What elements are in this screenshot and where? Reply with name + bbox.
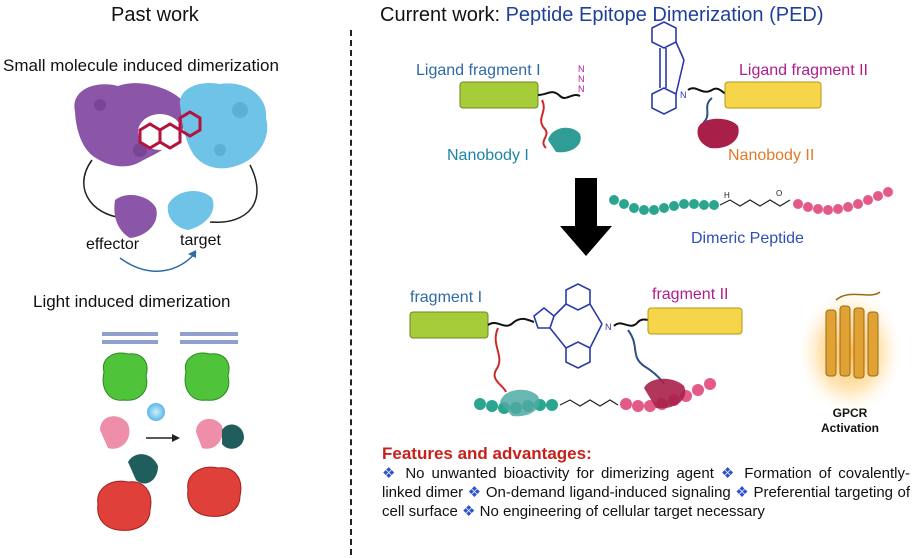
feature-item: No engineering of cellular target necess…: [479, 503, 765, 520]
feature-item: On-demand ligand-induced signaling: [485, 484, 731, 501]
small-molecule-heading: Small molecule induced dimerization: [3, 56, 279, 75]
dimer-teal-chain: [474, 398, 558, 414]
dark-domain-right-icon: [222, 424, 244, 449]
green-protein-right-icon: [184, 352, 230, 401]
section-divider: [350, 30, 352, 555]
bullet-icon: ❖: [735, 484, 749, 501]
peptide-teal-chain: [609, 195, 719, 215]
big-arrow-shaft: [575, 178, 597, 228]
bullet-icon: ❖: [382, 465, 399, 482]
target-protein-icon: [167, 190, 214, 230]
dimer-pink-chain: [620, 378, 716, 412]
fragment-1-label: fragment I: [410, 289, 483, 306]
effector-protein-icon: [114, 194, 157, 238]
svg-text:N: N: [578, 84, 585, 94]
feature-item: Formation of covalently-linked dimer: [382, 465, 910, 501]
blue-protein-icon: [179, 82, 268, 169]
binding-pocket: [138, 114, 182, 150]
red-protein-right-icon: [187, 466, 242, 517]
target-label: target: [180, 232, 221, 249]
effector-label: effector: [86, 236, 140, 253]
fragment-2-box: [647, 307, 743, 335]
dimer-nanobody-2-tether: [627, 329, 665, 385]
dimer-peptide-linker: [559, 399, 619, 407]
fragment-1-box: [409, 311, 489, 339]
dimer-linker-1: [487, 317, 535, 327]
past-work-title: Past work: [111, 4, 199, 26]
feature-item: No unwanted bioactivity for dimerizing a…: [405, 465, 714, 482]
azide-group: N: [578, 64, 585, 74]
pink-domain-left-icon: [100, 416, 130, 449]
bullet-icon: ❖: [720, 465, 738, 482]
dimeric-peptide-label: Dimeric Peptide: [691, 230, 804, 247]
light-bulb-icon: [147, 403, 165, 421]
ligand-fragment-1-box: [459, 81, 539, 109]
small-molecule-icon: [138, 110, 202, 150]
ligand-fragment-1-label: Ligand fragment I: [416, 62, 541, 79]
effector-to-target-arrow: [119, 251, 197, 272]
membrane-left-icon: [102, 332, 158, 344]
gpcr-icon: [825, 305, 879, 379]
light-heading: Light induced dimerization: [33, 292, 231, 311]
ligand-fragment-2-label: Ligand fragment II: [739, 62, 868, 79]
ped-title: Peptide Epitope Dimerization (PED): [505, 4, 824, 26]
current-work-prefix: Current work:: [380, 4, 506, 26]
features-list: ❖ No unwanted bioactivity for dimerizing…: [382, 464, 910, 521]
gpcr-label: GPCR: [832, 406, 868, 420]
bullet-icon: ❖: [467, 484, 482, 501]
linker-2: [687, 87, 727, 95]
nanobody-2-tether: [701, 97, 713, 137]
dark-domain-left-icon: [128, 454, 158, 484]
ligand-fragment-2-box: [724, 81, 822, 109]
dimer-linker-2: [613, 318, 651, 327]
gpcr-glow: [798, 290, 902, 414]
nanobody-1-tether: [540, 99, 548, 149]
nanobody-2-label: Nanobody II: [728, 147, 815, 164]
membrane-right-icon: [180, 332, 238, 344]
purple-protein-icon: [74, 83, 188, 167]
dimer-nanobody-1-tether: [493, 327, 507, 393]
fragment-2-label: fragment II: [652, 286, 729, 303]
dimer-nanobody-1-icon: [500, 389, 540, 417]
dbco-group-icon: [651, 21, 685, 115]
svg-text:H: H: [724, 191, 730, 200]
current-work-title: Current work: Peptide Epitope Dimerizati…: [380, 4, 824, 27]
activation-label: Activation: [820, 421, 879, 435]
peptide-linker: [719, 199, 791, 207]
bullet-icon: ❖: [462, 503, 476, 520]
dimer-nanobody-2-icon: [644, 378, 686, 409]
red-protein-left-icon: [97, 480, 152, 531]
peptide-pink-chain: [793, 187, 893, 215]
nanobody-1-label: Nanobody I: [447, 147, 529, 164]
svg-text:N: N: [680, 90, 687, 100]
big-arrow-head: [560, 226, 612, 256]
svg-text:O: O: [776, 189, 782, 198]
nanobody-2-icon: [697, 118, 739, 149]
feature-item: Preferential targeting of cell surface: [382, 484, 910, 520]
linker-1: [537, 91, 581, 99]
triazole-dbco-icon: [533, 283, 603, 369]
gpcr-activation-label: GPCR Activation: [810, 406, 890, 436]
svg-text:N: N: [605, 322, 612, 332]
svg-text:N: N: [578, 74, 585, 84]
features-title: Features and advantages:: [382, 444, 592, 463]
pink-domain-right-icon: [196, 418, 223, 449]
green-protein-left-icon: [102, 352, 148, 401]
nanobody-1-icon: [548, 127, 581, 153]
